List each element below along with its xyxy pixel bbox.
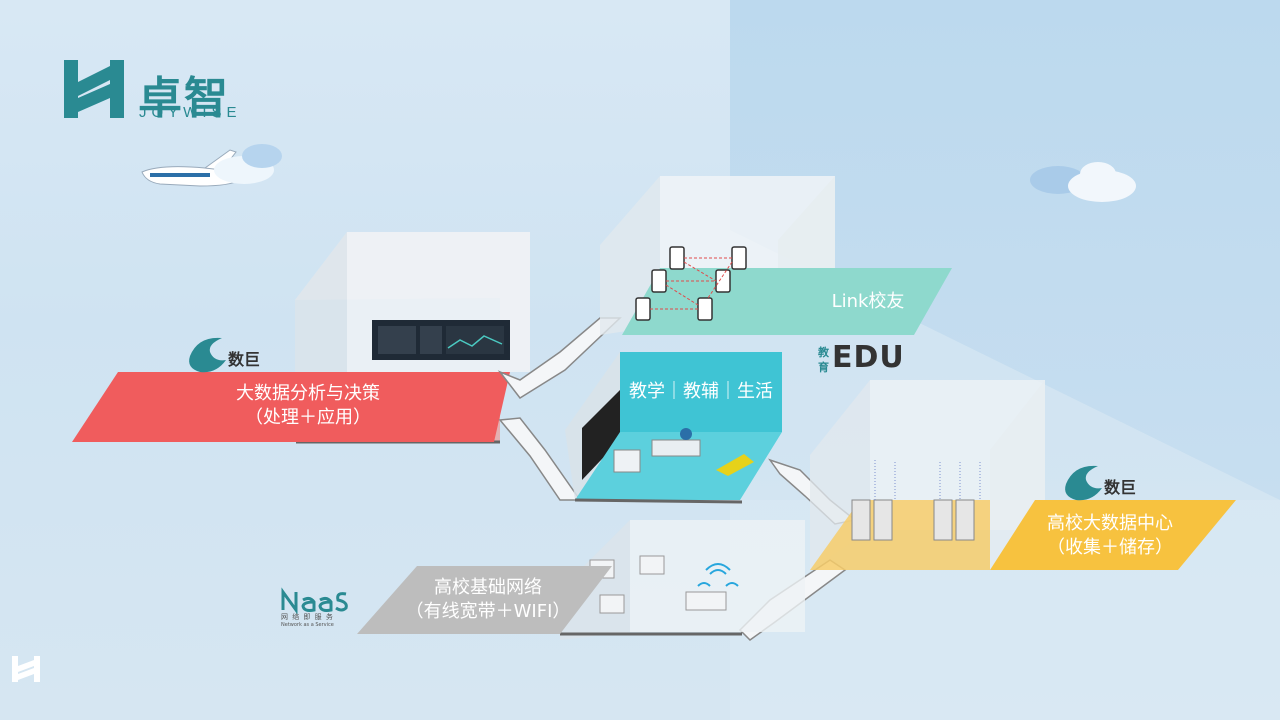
edu-prefix-bottom: 育 <box>818 361 829 374</box>
shuju-logo-icon-top <box>189 337 226 373</box>
datacenter-subtitle: （收集＋储存） <box>1047 537 1173 558</box>
network-label: 高校基础网络 （有线宽带＋WIFI） <box>398 576 578 624</box>
naas-logo-icon <box>281 587 348 615</box>
cloud-icon-left <box>214 144 282 184</box>
bigdata-analysis-title: 大数据分析与决策 <box>236 383 380 404</box>
joywise-logo-icon <box>62 58 128 124</box>
datacenter-banner <box>990 500 1236 570</box>
network-banner <box>357 566 612 634</box>
cloud-icon-right <box>1030 162 1136 202</box>
shuju-brand-right: 数巨 <box>1104 478 1137 497</box>
naas-subtitle-en: Network as a Service <box>281 622 334 628</box>
datacenter-title: 高校大数据中心 <box>1047 513 1173 534</box>
shuju-brand-top: 数巨 <box>228 350 261 369</box>
network-subtitle: （有线宽带＋WIFI） <box>405 601 571 622</box>
teaching-label: 教学｜教辅｜生活 <box>629 381 773 402</box>
bigdata-analysis-subtitle: （处理＋应用） <box>245 407 371 428</box>
naas-subtitle: 网 络 即 服 务 <box>281 613 334 621</box>
joywise-mark-icon <box>12 656 40 682</box>
alumni-room <box>600 176 952 335</box>
teaching-room <box>565 352 782 504</box>
wifi-icon <box>697 563 739 587</box>
bigdata-analysis-label: 大数据分析与决策 （处理＋应用） <box>118 382 498 430</box>
network-title: 高校基础网络 <box>434 577 542 598</box>
logo-english-name: JOYWISE <box>139 104 242 121</box>
bigdata-banner <box>72 372 510 442</box>
shuju-logo-icon-right <box>1065 465 1102 501</box>
edu-prefix-top: 教 <box>818 346 829 359</box>
link-alumni-label: Link校友 <box>831 291 905 312</box>
datacenter-label: 高校大数据中心 （收集＋储存） <box>1030 512 1190 560</box>
edu-logo: EDU <box>832 340 905 375</box>
logo-chinese-name: 卓智 <box>138 73 230 124</box>
